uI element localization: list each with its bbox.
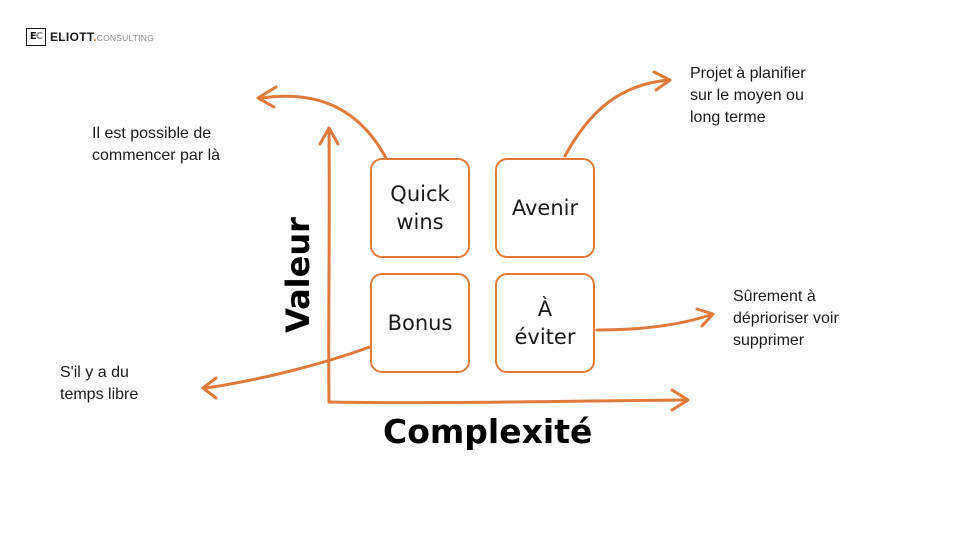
- logo-sub: CONSULTING: [96, 33, 154, 43]
- arrow-avenir-to-note: [563, 78, 670, 158]
- quadrant-avenir-label: Avenir: [511, 196, 579, 220]
- arrow-avenir-head: [652, 70, 672, 92]
- y-axis-arrowhead: [318, 126, 340, 146]
- quadrant-a-eviter: À éviter: [495, 273, 595, 373]
- logo-dot: .: [93, 30, 97, 44]
- logo-wordmark: ELIOTT.CONSULTING: [50, 30, 154, 44]
- note-a-eviter: Sûrement à déprioriser voir supprimer: [733, 288, 839, 349]
- x-axis-arrowhead: [670, 388, 690, 412]
- arrow-bonus-to-note: [204, 345, 372, 390]
- logo-mark-e: E: [29, 31, 37, 42]
- y-axis-line: [327, 130, 331, 404]
- logo-name: ELIOTT: [50, 30, 94, 44]
- y-axis-label: Valeur: [279, 217, 317, 333]
- arrow-quick-wins-head: [256, 85, 278, 109]
- quadrant-quick-wins-label: Quick wins: [390, 182, 450, 234]
- quadrant-quick-wins: Quick wins: [370, 158, 470, 258]
- quadrant-a-eviter-label: À éviter: [514, 297, 576, 349]
- logo-mark-c: C: [35, 31, 43, 42]
- arrow-eviter-to-note: [595, 313, 712, 332]
- x-axis-label: Complexité: [383, 412, 593, 451]
- arrow-quick-wins-to-note: [260, 94, 388, 160]
- quadrant-bonus: Bonus: [370, 273, 470, 373]
- quadrant-bonus-label: Bonus: [387, 311, 453, 335]
- quadrant-avenir: Avenir: [495, 158, 595, 258]
- brand-logo: EC ELIOTT.CONSULTING: [26, 28, 154, 46]
- x-axis-line: [327, 398, 686, 405]
- logo-mark-icon: EC: [26, 28, 46, 46]
- arrow-eviter-head: [695, 307, 715, 328]
- note-bonus: S'il y a du temps libre: [60, 364, 139, 403]
- arrow-bonus-head: [201, 376, 218, 400]
- note-quick-wins: Il est possible de commencer par là: [92, 125, 221, 164]
- note-avenir: Projet à planifier sur le moyen ou long …: [690, 65, 806, 126]
